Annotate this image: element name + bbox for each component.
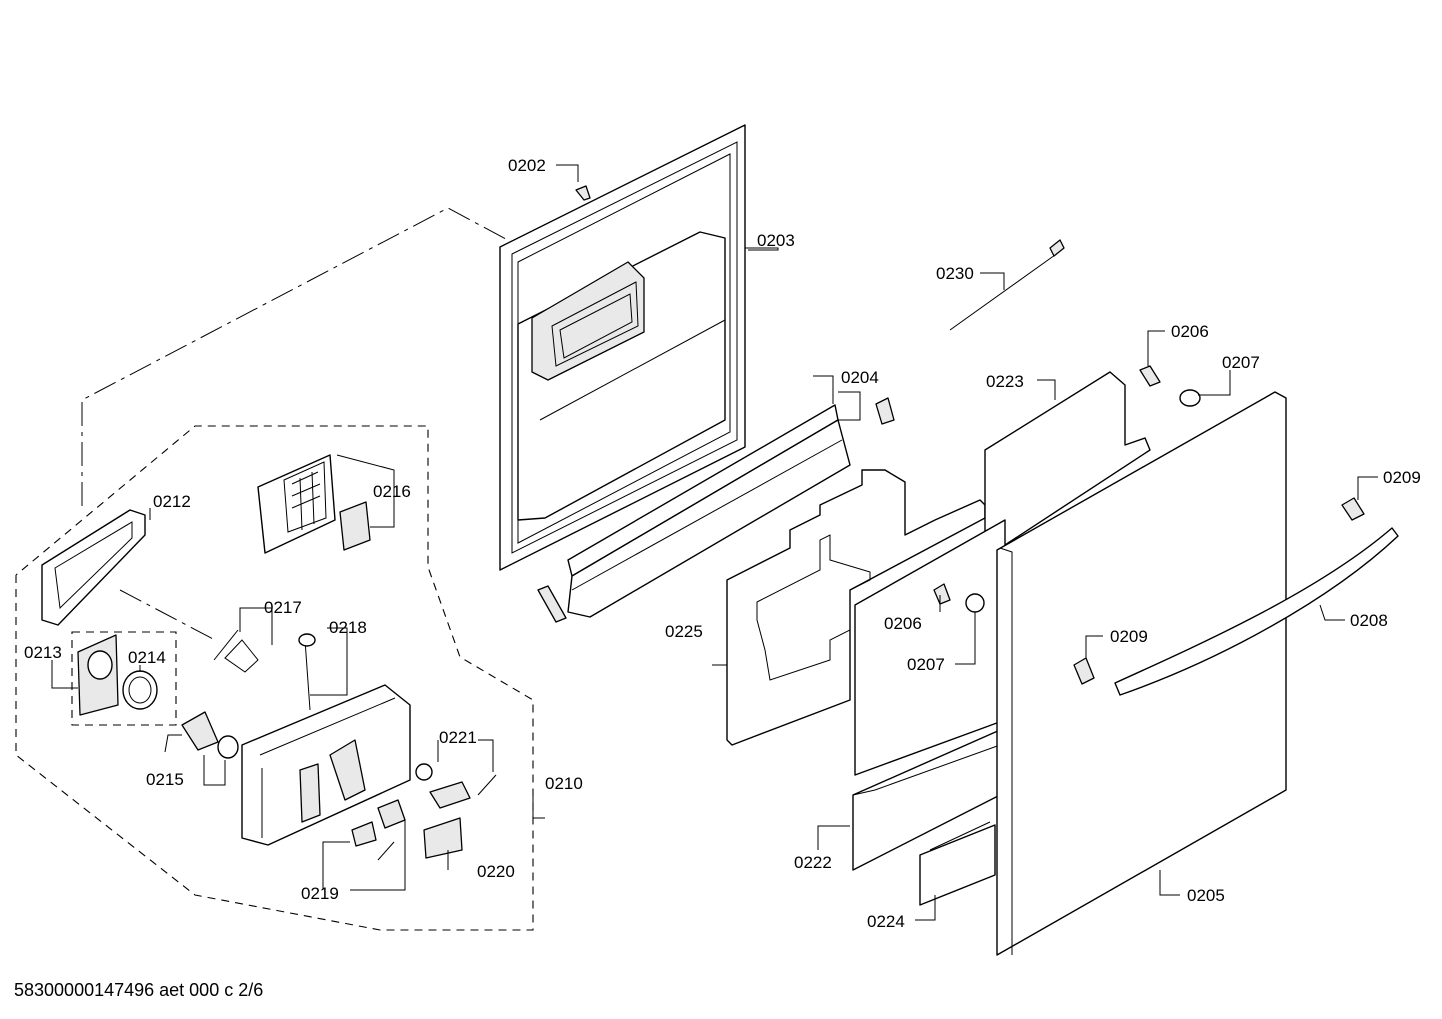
- callout-0202: 0202: [508, 156, 546, 175]
- part-0225-panel: [726, 469, 986, 746]
- callout-0224: 0224: [867, 912, 905, 931]
- callout-0212: 0212: [153, 492, 191, 511]
- drawing-id: 58300000147496 aet 000 c 2/6: [14, 980, 264, 1000]
- callout-0203: 0203: [757, 231, 795, 250]
- callout-0215: 0215: [146, 770, 184, 789]
- callout-labels: 0202 0203 0204 0205 0206 0206 0207 0207 …: [24, 156, 1421, 931]
- callout-0206-top: 0206: [1171, 322, 1209, 341]
- callout-0206-mid: 0206: [884, 614, 922, 633]
- part-0203-inner-door: [499, 124, 746, 571]
- callout-0219: 0219: [301, 884, 339, 903]
- callout-0223: 0223: [986, 372, 1024, 391]
- assembly-boundaries: [15, 207, 534, 931]
- callout-0213: 0213: [24, 643, 62, 662]
- parts-left-assembly: [41, 454, 371, 759]
- callout-0216: 0216: [373, 482, 411, 501]
- callout-0208: 0208: [1350, 611, 1388, 630]
- callout-0205: 0205: [1187, 886, 1225, 905]
- parts-top-small: [949, 239, 1365, 685]
- leader-lines: [51, 164, 1378, 921]
- callout-0225: 0225: [665, 622, 703, 641]
- callout-0217: 0217: [264, 598, 302, 617]
- part-0224-cap: [919, 821, 996, 906]
- callout-0221: 0221: [439, 728, 477, 747]
- part-0204-trim: [537, 397, 895, 623]
- callout-0210: 0210: [545, 774, 583, 793]
- callout-0214: 0214: [128, 648, 166, 667]
- callout-0230: 0230: [936, 264, 974, 283]
- callout-0218: 0218: [329, 618, 367, 637]
- callout-0204: 0204: [841, 368, 879, 387]
- part-0223-panel: [854, 371, 1151, 776]
- callout-0209-top: 0209: [1383, 468, 1421, 487]
- callout-0207-mid: 0207: [907, 655, 945, 674]
- parts-lock-assembly: [213, 629, 497, 861]
- callout-0222: 0222: [794, 853, 832, 872]
- callout-0207-top: 0207: [1222, 353, 1260, 372]
- callout-0209-mid: 0209: [1110, 627, 1148, 646]
- callout-0220: 0220: [477, 862, 515, 881]
- part-0208-handle: [1114, 527, 1399, 696]
- part-0202-screw: [575, 185, 591, 201]
- parts-0206-0207-mid: [933, 583, 985, 613]
